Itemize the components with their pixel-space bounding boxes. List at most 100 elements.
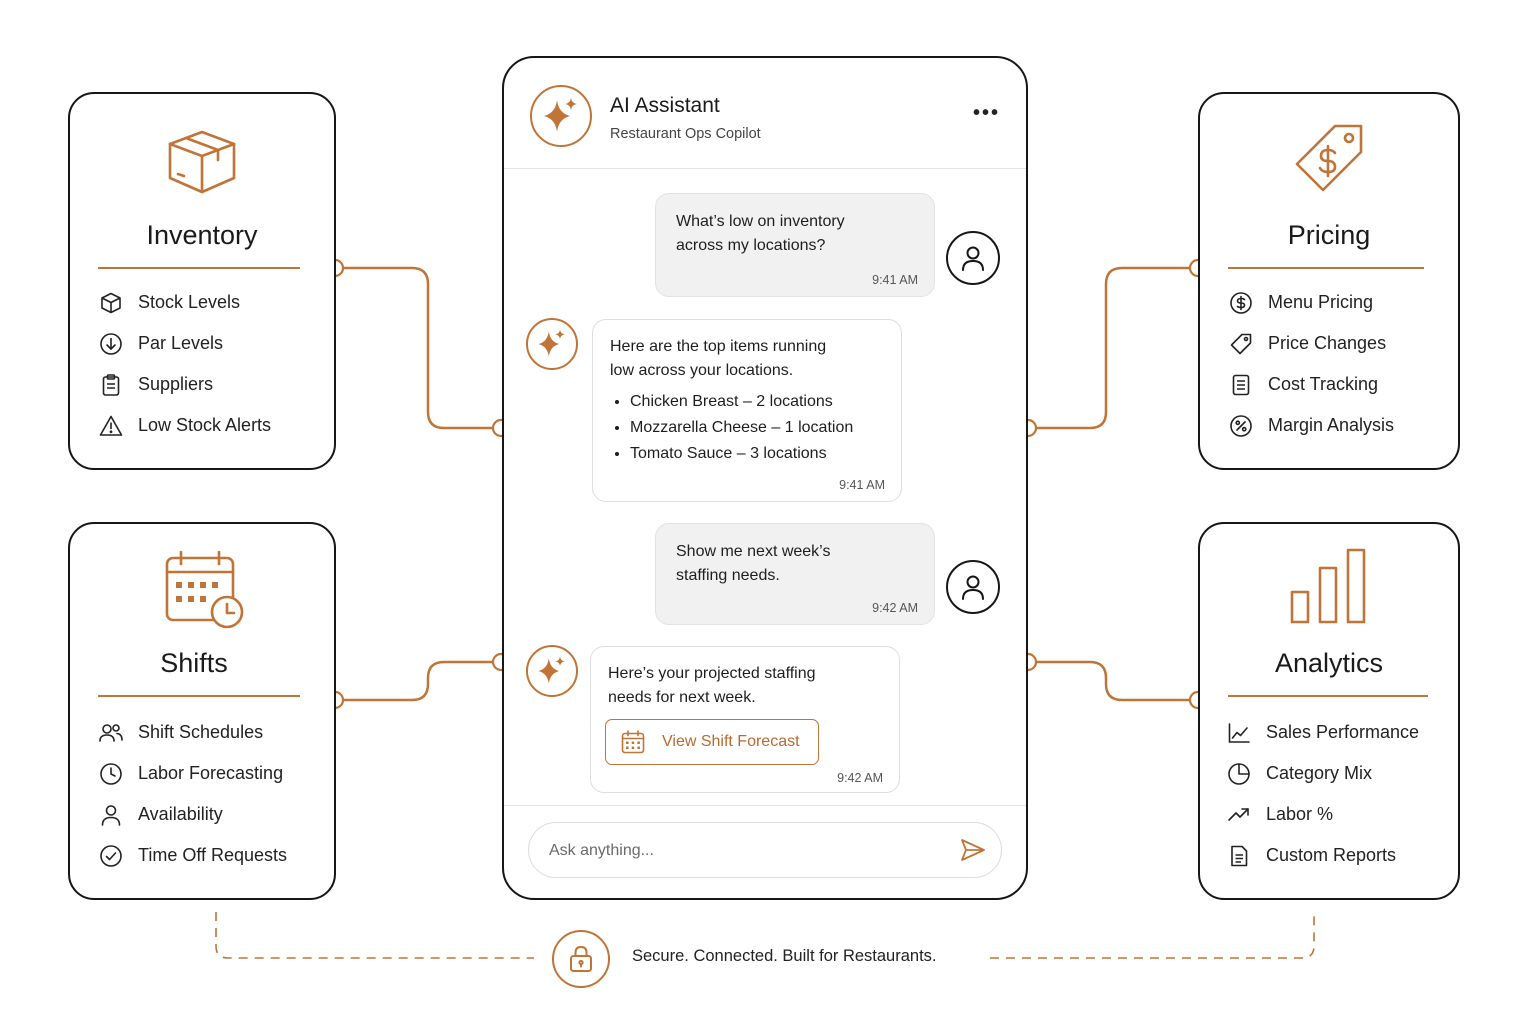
lock-icon — [570, 946, 592, 972]
send-icon[interactable] — [959, 836, 987, 869]
divider — [98, 695, 300, 697]
item-detail: – 3 locations — [732, 445, 827, 462]
list-item-margin-analysis[interactable]: Margin Analysis — [1228, 405, 1394, 446]
sparkle-icon — [538, 329, 565, 357]
message-text-line: Here are the top items running — [610, 338, 827, 355]
inventory-list: Stock Levels Par Levels Suppliers Low St… — [98, 282, 271, 446]
ask-input[interactable] — [547, 823, 941, 878]
sparkle-icon — [538, 656, 565, 684]
dashed-path-left — [215, 912, 534, 959]
message-text-line: low across your locations. — [610, 362, 794, 379]
user-icon — [962, 246, 984, 271]
list-item-label: Menu Pricing — [1268, 292, 1374, 312]
clock-icon — [98, 761, 124, 787]
shifts-card[interactable]: Shifts Shift Schedules Labor Forecasting… — [68, 522, 336, 900]
percent-circle-icon — [1228, 413, 1254, 439]
button-label: View Shift Forecast — [662, 733, 800, 750]
user-message: What’s low on inventory across my locati… — [655, 193, 935, 297]
divider — [1228, 695, 1428, 697]
lock-badge — [552, 930, 610, 988]
tagline: Secure. Connected. Built for Restaurants… — [632, 947, 937, 965]
item-detail: – 1 location — [766, 419, 854, 436]
pie-chart-icon — [1226, 761, 1252, 787]
assistant-avatar — [526, 645, 578, 697]
chat-subtitle: Restaurant Ops Copilot — [610, 126, 761, 142]
item-name: Tomato Sauce — [630, 445, 733, 462]
connector-pricing — [1028, 266, 1198, 430]
dollar-circle-icon — [1228, 290, 1254, 316]
card-title: Shifts — [160, 648, 228, 678]
list-item-suppliers[interactable]: Suppliers — [98, 364, 271, 405]
cube-icon — [98, 290, 124, 316]
trend-up-icon — [1226, 802, 1252, 828]
view-shift-forecast-button[interactable]: View Shift Forecast — [605, 719, 819, 765]
list-item: Tomato Sauce – 3 locations — [630, 441, 895, 467]
divider — [1228, 267, 1424, 269]
dashed-path-right — [990, 912, 1315, 959]
list-item-custom-reports[interactable]: Custom Reports — [1226, 835, 1419, 876]
list-item-label: Sales Performance — [1266, 722, 1420, 742]
list-item-label: Custom Reports — [1266, 845, 1397, 865]
user-message: Show me next week’s staffing needs. 9:42… — [655, 523, 935, 625]
list-item-shift-schedules[interactable]: Shift Schedules — [98, 712, 287, 753]
pricing-list: Menu Pricing Price Changes Cost Tracking… — [1228, 282, 1394, 446]
timestamp: 9:41 AM — [839, 478, 885, 492]
list-item-par-levels[interactable]: Par Levels — [98, 323, 271, 364]
box-icon — [70, 120, 334, 200]
item-detail: – 2 locations — [738, 393, 833, 410]
message-text-line: needs for next week. — [608, 689, 756, 706]
list-item-labor-forecasting[interactable]: Labor Forecasting — [98, 753, 287, 794]
message-text-line: Here’s your projected staffing — [608, 665, 816, 682]
list-item-label: Price Changes — [1268, 333, 1387, 353]
list-item-menu-pricing[interactable]: Menu Pricing — [1228, 282, 1394, 323]
list-item: Chicken Breast – 2 locations — [630, 389, 895, 415]
chat-header: AI Assistant Restaurant Ops Copilot ••• — [504, 58, 1026, 169]
more-options-icon[interactable]: ••• — [972, 102, 1000, 124]
users-icon — [98, 720, 124, 746]
message-input-box[interactable] — [528, 822, 1002, 878]
pricing-card[interactable]: Pricing Menu Pricing Price Changes Cost … — [1198, 92, 1460, 470]
list-item-label: Margin Analysis — [1268, 415, 1395, 435]
list-item-label: Shift Schedules — [138, 722, 264, 742]
chat-footer — [504, 805, 1026, 898]
chat-window: AI Assistant Restaurant Ops Copilot ••• … — [502, 56, 1028, 900]
list-item-category-mix[interactable]: Category Mix — [1226, 753, 1419, 794]
calendar-icon — [620, 729, 646, 755]
list-item-stock-levels[interactable]: Stock Levels — [98, 282, 271, 323]
user-avatar — [946, 560, 1000, 614]
sparkle-icon — [544, 98, 577, 132]
assistant-message: Here’s your projected staffing needs for… — [590, 646, 900, 793]
line-chart-icon — [1226, 720, 1252, 746]
list-item-label: Time Off Requests — [138, 845, 288, 865]
connector-analytics — [1028, 660, 1198, 702]
message-text-line: Show me next week’s — [676, 543, 831, 560]
list-item-labor-percent[interactable]: Labor % — [1226, 794, 1419, 835]
card-title: Inventory — [146, 220, 258, 250]
shifts-list: Shift Schedules Labor Forecasting Availa… — [98, 712, 287, 876]
list-item-time-off-requests[interactable]: Time Off Requests — [98, 835, 287, 876]
assistant-message: Here are the top items running low acros… — [592, 319, 902, 502]
user-avatar — [946, 231, 1000, 285]
list-item-low-stock-alerts[interactable]: Low Stock Alerts — [98, 405, 271, 446]
list-item-availability[interactable]: Availability — [98, 794, 287, 835]
list-item-sales-performance[interactable]: Sales Performance — [1226, 712, 1419, 753]
chat-title: AI Assistant — [610, 94, 720, 117]
item-name: Mozzarella Cheese — [630, 419, 767, 436]
list-item-label: Category Mix — [1266, 763, 1373, 783]
inventory-card[interactable]: Inventory Stock Levels Par Levels Suppli… — [68, 92, 336, 470]
timestamp: 9:42 AM — [872, 601, 918, 615]
list-item-label: Suppliers — [138, 374, 214, 394]
report-icon — [1226, 843, 1252, 869]
user-icon — [962, 575, 984, 600]
user-icon — [98, 802, 124, 828]
message-text-line: across my locations? — [676, 237, 826, 254]
timestamp: 9:41 AM — [872, 273, 918, 287]
card-title: Pricing — [1287, 220, 1371, 250]
clipboard-icon — [98, 372, 124, 398]
connector-shifts — [336, 660, 500, 702]
timestamp: 9:42 AM — [837, 771, 883, 785]
list-item-price-changes[interactable]: Price Changes — [1228, 323, 1394, 364]
list-item-cost-tracking[interactable]: Cost Tracking — [1228, 364, 1394, 405]
check-circle-icon — [98, 843, 124, 869]
analytics-card[interactable]: Analytics Sales Performance Category Mix… — [1198, 522, 1460, 900]
